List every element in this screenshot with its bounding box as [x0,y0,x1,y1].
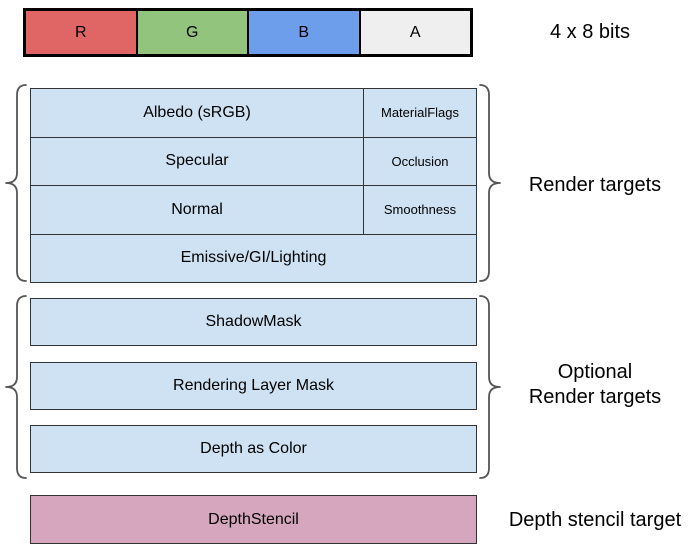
right-brace-optional-targets [479,295,501,479]
table-row: Normal Smoothness [31,185,476,234]
channel-cell-r: R [26,11,138,54]
occlusion-cell: Occlusion [363,137,476,185]
right-brace-render-targets [479,84,501,282]
channel-cell-a: A [360,11,470,54]
channel-cell-g: G [137,11,249,54]
rendering-layer-mask-box: Rendering Layer Mask [30,362,477,410]
channel-label-r: R [74,23,87,41]
materialflags-cell: MaterialFlags [363,89,476,137]
channel-cell-b: B [249,11,361,54]
render-targets-table: Albedo (sRGB) MaterialFlags Specular Occ… [30,88,477,283]
depth-stencil-target-label: Depth stencil target [508,508,682,531]
depth-as-color-box: Depth as Color [30,425,477,473]
table-row: Emissive/GI/Lighting [31,233,476,283]
normal-cell: Normal [171,200,223,218]
smoothness-cell: Smoothness [363,186,476,234]
table-row: Specular Occlusion [31,136,476,185]
left-brace-optional-targets [5,295,27,479]
table-row: Albedo (sRGB) MaterialFlags [31,89,476,137]
left-brace-render-targets [5,84,27,282]
emissive-cell: Emissive/GI/Lighting [180,249,327,267]
specular-cell: Specular [165,152,229,170]
bits-caption: 4 x 8 bits [549,21,631,43]
render-targets-label: Render targets [528,173,662,196]
channel-label-g: G [186,23,199,41]
channel-label-a: A [409,23,421,41]
optional-render-targets-label: Optional Render targets [528,361,662,408]
depthstencil-box: DepthStencil [30,495,477,544]
rgba-channel-bar: R G B A [23,8,473,57]
albedo-cell: Albedo (sRGB) [143,103,251,121]
shadowmask-box: ShadowMask [30,298,477,346]
channel-label-b: B [298,23,310,41]
